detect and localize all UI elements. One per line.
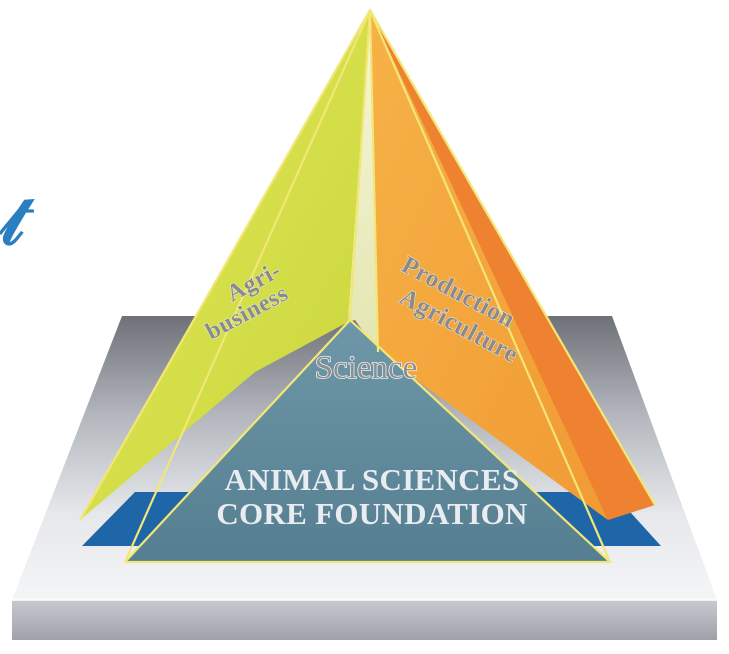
platform-front-edge (12, 600, 717, 640)
pyramid-outline (79, 8, 656, 564)
base-triangle (125, 320, 610, 562)
edge-mark: 𝓉 (0, 183, 35, 260)
core-label-line2: CORE FOUNDATION (216, 496, 527, 531)
pyramid-face-right-back (370, 10, 655, 520)
pyramid-center-strip (348, 10, 378, 352)
science-label: Science (315, 350, 418, 386)
core-label-line1: ANIMAL SCIENCES (225, 462, 520, 497)
